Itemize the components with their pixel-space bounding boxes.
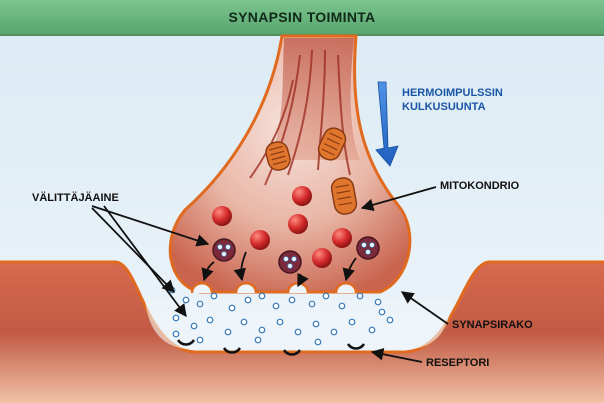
molecule-icon	[378, 308, 386, 316]
vesicle-icon	[292, 186, 312, 206]
arrow-down-icon	[375, 81, 399, 167]
vesicle-icon	[212, 238, 236, 262]
receptor-icon	[176, 339, 196, 346]
molecule-icon	[210, 292, 218, 300]
molecule-icon	[190, 322, 198, 330]
vesicles	[212, 186, 352, 268]
molecule-icon	[294, 328, 302, 336]
mitochondrion-icon	[317, 127, 347, 161]
molecule-icon	[276, 318, 284, 326]
molecule-icon	[356, 292, 364, 300]
impulse-label-line1: HERMOIMPULSSIN	[402, 87, 503, 99]
molecule-icon	[224, 328, 232, 336]
molecule-icon	[258, 326, 266, 334]
molecule-icon	[272, 302, 280, 310]
vesicle-icon	[332, 228, 352, 248]
mitochondrion-label: MITOKONDRIO	[440, 180, 520, 192]
molecule-icon	[386, 316, 394, 324]
receptor-icon	[222, 347, 242, 354]
molecule-icon	[330, 328, 338, 336]
vesicle-icon	[288, 214, 308, 234]
vesicle-icon	[250, 230, 270, 250]
mitochondrion-pointer	[360, 186, 437, 211]
loaded-vesicles	[212, 236, 380, 274]
axon-fibers	[249, 49, 351, 186]
molecule-icon	[172, 330, 180, 338]
receptor-label: RESEPTORI	[426, 357, 489, 369]
receptors	[176, 339, 366, 356]
impulse-label-line2: KULKUSUUNTA	[402, 101, 486, 113]
molecule-icon	[196, 336, 204, 344]
synaptic-cleft-pointer	[400, 291, 449, 325]
molecule-icon	[312, 320, 320, 328]
mitochondrion-icon	[265, 141, 291, 171]
synaptic-cleft	[145, 300, 452, 350]
vesicle-icon	[278, 250, 302, 274]
molecule-icon	[374, 298, 382, 306]
vesicle-icon	[356, 236, 380, 260]
molecule-icon	[172, 314, 180, 322]
mitochondrion-icon	[330, 177, 358, 215]
molecule-icon	[206, 316, 214, 324]
molecule-icon	[348, 318, 356, 326]
page-title: SYNAPSIN TOIMINTA	[228, 9, 376, 25]
molecule-icon	[254, 336, 262, 344]
neurotransmitter-pointer-2	[91, 207, 175, 293]
neurotransmitter-label: VÄLITTÄJÄAINE	[32, 191, 119, 204]
neurotransmitter-molecules	[168, 286, 394, 346]
molecule-icon	[314, 338, 322, 346]
receptor-pointer	[370, 348, 423, 363]
receptor-icon	[346, 343, 366, 350]
neurotransmitter-pointer-3	[103, 205, 187, 318]
molecule-icon	[228, 304, 236, 312]
postsynaptic-neuron	[0, 262, 604, 403]
molecule-icon	[322, 292, 330, 300]
molecule-icon	[244, 296, 252, 304]
receptor-icon	[282, 349, 302, 356]
vesicle-icon	[312, 248, 332, 268]
release-arrows	[201, 251, 357, 288]
synaptic-cleft-label: SYNAPSIRAKO	[452, 319, 533, 331]
molecule-icon	[258, 292, 266, 300]
molecule-icon	[196, 300, 204, 308]
molecule-icon	[288, 296, 296, 304]
vesicle-icon	[212, 206, 232, 226]
molecule-icon	[368, 326, 376, 334]
molecule-icon	[182, 296, 190, 304]
molecule-icon	[308, 300, 316, 308]
molecule-icon	[338, 302, 346, 310]
neurotransmitter-pointer-1	[91, 205, 210, 247]
molecule-icon	[240, 318, 248, 326]
